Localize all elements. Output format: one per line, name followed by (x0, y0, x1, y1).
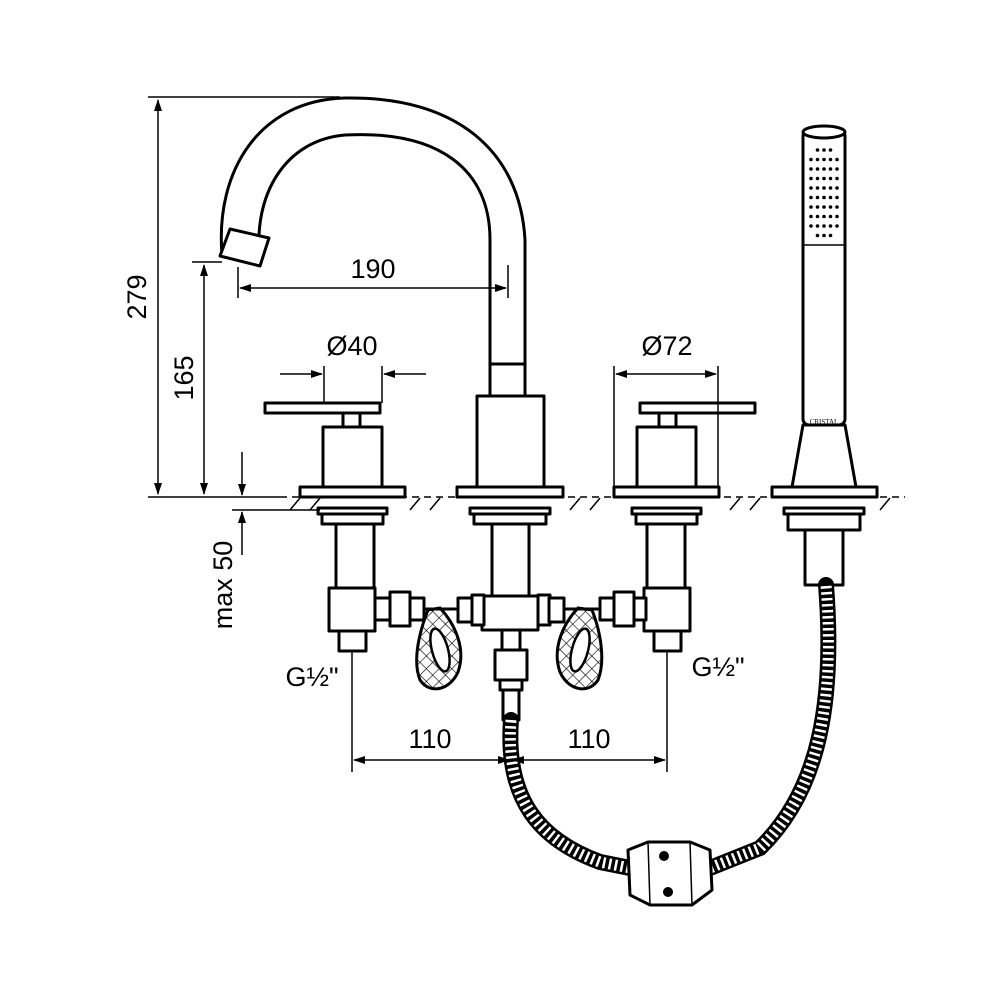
spacing-right-label: 110 (567, 724, 610, 754)
spacing-left-label: 110 (408, 724, 451, 754)
left-thread-label: G½" (285, 662, 338, 692)
left-connector (373, 590, 486, 628)
right-lever (638, 401, 757, 415)
spout-neck (488, 362, 527, 399)
right-connector (536, 590, 648, 628)
center-shank (468, 506, 552, 722)
handshower-brand-mark: CRISTAL (810, 418, 839, 426)
spout-flange (455, 485, 565, 499)
left-flange (298, 485, 407, 499)
spout-body (475, 394, 546, 489)
overall-height-label: 279 (122, 274, 152, 319)
spout-outlet (218, 227, 271, 268)
right-valve-body (635, 425, 698, 489)
hand-shower: CRISTAL (770, 124, 879, 499)
handshower-shank (782, 506, 866, 587)
shower-hose (502, 577, 837, 907)
spout (218, 96, 565, 499)
left-lever (263, 401, 382, 415)
handshower-flange (770, 485, 879, 499)
left-shank (316, 506, 389, 653)
handshower-holder (790, 423, 858, 489)
handshower-handle (801, 128, 847, 427)
spout-height-label: 165 (169, 355, 199, 400)
right-flange (612, 485, 721, 499)
right-shank (630, 506, 703, 653)
spray-nozzles (809, 148, 839, 238)
right-valve (612, 401, 757, 499)
left-tap-key (415, 606, 463, 691)
lever-diameter-label: Ø40 (326, 331, 377, 361)
dimension-lines (148, 96, 719, 772)
flange-diameter-label: Ø72 (641, 331, 692, 361)
left-valve (263, 401, 407, 499)
right-thread-label: G½" (691, 652, 744, 682)
right-tap-key (555, 606, 604, 691)
spout-reach-label: 190 (350, 254, 395, 284)
deck-thickness-label: max 50 (208, 541, 238, 630)
left-valve-body (321, 425, 384, 489)
